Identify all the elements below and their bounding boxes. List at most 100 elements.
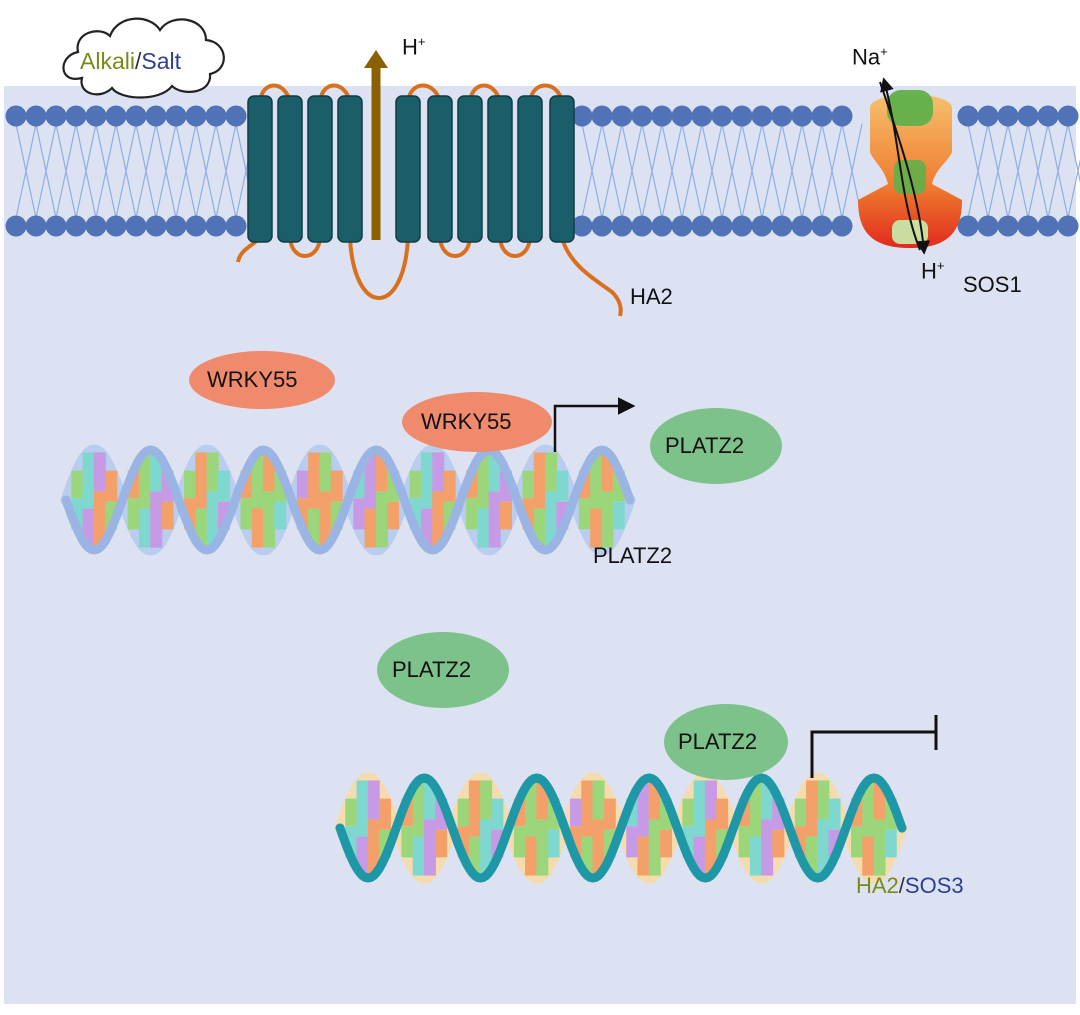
dna-base-pair xyxy=(477,509,489,548)
ha2-protein-label: HA2 xyxy=(630,284,673,310)
lipid-head-outer xyxy=(1058,106,1079,127)
dna-base-pair xyxy=(413,837,425,876)
dna-base-pair xyxy=(331,471,343,502)
lipid-head-outer xyxy=(832,106,853,127)
dna-base-pair xyxy=(297,471,309,499)
dna-base-pair xyxy=(105,471,117,502)
ha2-transmembrane-helix xyxy=(458,96,482,242)
lipid-head-inner xyxy=(592,216,613,237)
h-ion-text-sos1: H xyxy=(921,258,937,283)
lipid-head-outer xyxy=(592,106,613,127)
dna-base-pair xyxy=(637,837,649,876)
lipid-head-inner xyxy=(1038,216,1059,237)
h-ion-charge-sos1: + xyxy=(937,258,945,273)
lipid-head-inner xyxy=(832,216,853,237)
lipid-head-outer xyxy=(146,106,167,127)
lipid-head-outer xyxy=(632,106,653,127)
dna-base-pair xyxy=(739,826,751,857)
lipid-head-inner xyxy=(632,216,653,237)
sodium-ion-label: Na+ xyxy=(852,44,888,70)
lipid-head-outer xyxy=(752,106,773,127)
dna-base-pair xyxy=(150,491,162,547)
dna-base-pair xyxy=(548,830,560,858)
dna-base-pair xyxy=(353,498,365,529)
lipid-head-inner xyxy=(86,216,107,237)
lipid-head-inner xyxy=(998,216,1019,237)
lipid-head-inner xyxy=(66,216,87,237)
dna-base-pair xyxy=(432,452,444,491)
lipid-head-inner xyxy=(46,216,67,237)
dna-base-pair xyxy=(522,471,534,499)
dna-base-pair xyxy=(207,452,219,491)
dna-base-pair xyxy=(424,819,436,875)
dna-base-pair xyxy=(761,819,773,875)
lipid-head-outer xyxy=(1018,106,1039,127)
dna-base-pair xyxy=(469,780,481,836)
ha2-transmembrane-helix xyxy=(396,96,420,242)
h-ion-text: H xyxy=(402,34,418,59)
dna-base-pair xyxy=(694,780,706,836)
lipid-head-inner xyxy=(712,216,733,237)
dna-base-pair xyxy=(139,509,151,548)
dna-base-pair xyxy=(556,471,568,502)
dna-base-pair xyxy=(806,780,818,836)
lipid-head-outer xyxy=(106,106,127,127)
dna-base-pair xyxy=(94,452,106,491)
dna-base-pair xyxy=(435,830,447,858)
dna-base-pair xyxy=(705,780,717,819)
lipid-head-outer xyxy=(166,106,187,127)
lipid-head-inner xyxy=(692,216,713,237)
dna-base-pair xyxy=(613,502,625,530)
wrky55-free-text: WRKY55 xyxy=(207,367,297,393)
lipid-head-inner xyxy=(1058,216,1079,237)
lipid-head-outer xyxy=(226,106,247,127)
sos1-protein-label: SOS1 xyxy=(963,272,1022,298)
ha2-transmembrane-helix xyxy=(550,96,574,242)
dna-base-pair xyxy=(525,837,537,876)
dna-base-pair xyxy=(252,509,264,548)
dna-base-pair xyxy=(817,780,829,819)
dna-base-pair xyxy=(308,452,320,508)
dna-base-pair xyxy=(862,837,874,876)
proton-arrow-head xyxy=(364,50,388,68)
dna-base-pair xyxy=(581,780,593,836)
dna-base-pair xyxy=(162,502,174,530)
target-genes-label: HA2/SOS3 xyxy=(856,873,964,899)
dna-base-pair xyxy=(444,471,456,502)
dna-base-pair xyxy=(885,830,897,858)
dna-base-pair xyxy=(545,452,557,491)
lipid-head-outer xyxy=(772,106,793,127)
lipid-head-inner xyxy=(612,216,633,237)
dna-base-pair xyxy=(83,452,95,508)
ha2-gene-label: HA2 xyxy=(856,873,899,898)
dna-base-pair xyxy=(590,509,602,548)
proton-pumped-label: H+ xyxy=(402,34,425,60)
lipid-head-outer xyxy=(692,106,713,127)
lipid-head-outer xyxy=(958,106,979,127)
dna-base-pair xyxy=(500,502,512,530)
sos3-gene-label: SOS3 xyxy=(905,873,964,898)
platz2-product-text: PLATZ2 xyxy=(665,433,744,459)
dna-base-pair xyxy=(368,780,380,819)
dna-base-pair xyxy=(319,452,331,491)
lipid-head-inner xyxy=(652,216,673,237)
lipid-head-outer xyxy=(126,106,147,127)
dna-base-pair xyxy=(184,471,196,499)
dna-base-pair xyxy=(682,799,694,827)
dna-base-pair xyxy=(604,799,616,830)
platz2-free-text: PLATZ2 xyxy=(392,657,471,683)
dna-base-pair xyxy=(401,826,413,857)
platz2-bound-text: PLATZ2 xyxy=(678,729,757,755)
stimulus-label: Alkali/Salt xyxy=(80,48,181,75)
dna-base-pair xyxy=(570,799,582,827)
lipid-head-inner xyxy=(106,216,127,237)
dna-base-pair xyxy=(660,830,672,858)
dna-base-pair xyxy=(649,819,661,875)
na-ion-text: Na xyxy=(852,44,880,69)
dna-base-pair xyxy=(829,799,841,830)
dna-base-pair xyxy=(480,780,492,819)
dna-base-pair xyxy=(410,471,422,499)
dna-base-pair xyxy=(601,491,613,547)
dna-base-pair xyxy=(536,819,548,875)
